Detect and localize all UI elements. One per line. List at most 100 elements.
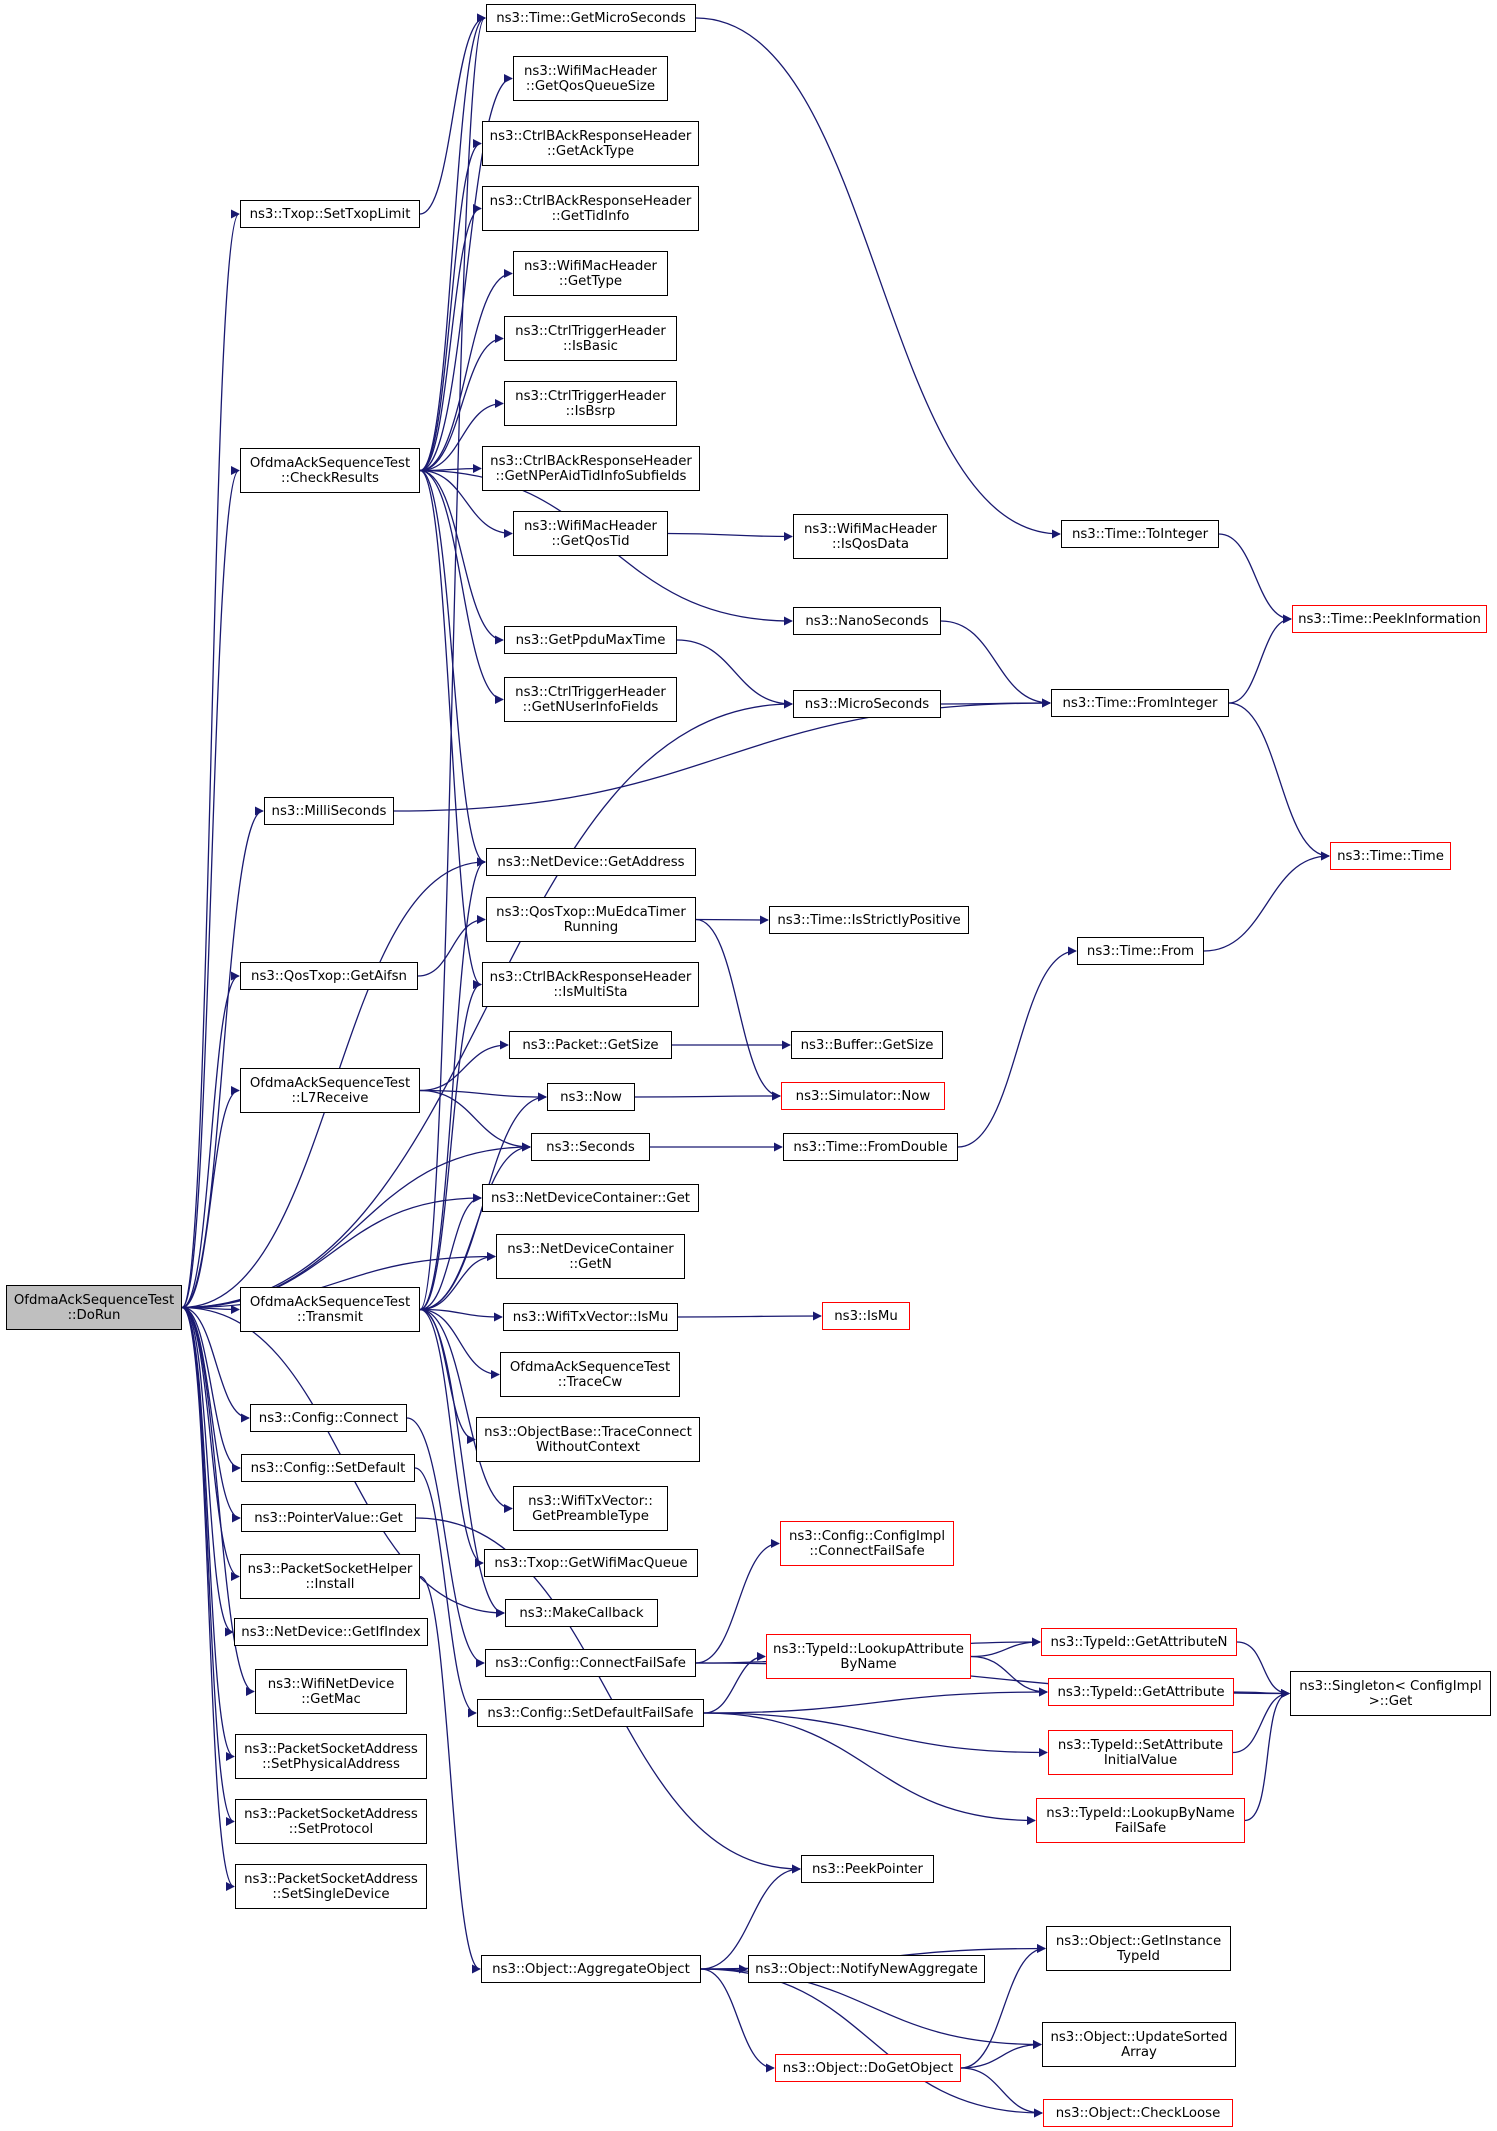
node-nano-seconds[interactable]: ns3::NanoSeconds <box>793 607 941 635</box>
node-label-line: ::L7Receive <box>291 1090 369 1106</box>
node-ndc-get-n[interactable]: ns3::NetDeviceContainer::GetN <box>496 1234 685 1279</box>
node-get-attribute-n[interactable]: ns3::TypeId::GetAttributeN <box>1041 1628 1237 1656</box>
node-is-multi-sta[interactable]: ns3::CtrlBAckResponseHeader::IsMultiSta <box>482 962 699 1007</box>
node-check-loose[interactable]: ns3::Object::CheckLoose <box>1043 2099 1233 2127</box>
call-edge <box>940 698 1051 708</box>
node-l7-receive[interactable]: OfdmaAckSequenceTest::L7Receive <box>240 1068 420 1113</box>
node-ndc-get[interactable]: ns3::NetDeviceContainer::Get <box>482 1184 699 1212</box>
node-packet-get-size[interactable]: ns3::Packet::GetSize <box>509 1031 672 1059</box>
node-config-connect[interactable]: ns3::Config::Connect <box>250 1404 407 1432</box>
node-label-line: ns3::Config::ConfigImpl <box>788 1528 946 1544</box>
node-get-aifsn[interactable]: ns3::QosTxop::GetAifsn <box>240 962 418 990</box>
node-aggregate-object[interactable]: ns3::Object::AggregateObject <box>481 1955 701 1983</box>
call-edge <box>1228 614 1292 704</box>
node-label-line: ns3::CtrlBAckResponseHeader <box>489 193 692 209</box>
node-connect-fail-safe[interactable]: ns3::Config::ConnectFailSafe <box>485 1649 696 1677</box>
node-time-peek-information[interactable]: ns3::Time::PeekInformation <box>1292 605 1487 633</box>
call-edge <box>419 269 513 472</box>
node-singleton-get[interactable]: ns3::Singleton< ConfigImpl >::Get <box>1290 1671 1491 1716</box>
node-pointer-value-get[interactable]: ns3::PointerValue::Get <box>241 1504 416 1532</box>
call-edge <box>419 1040 509 1092</box>
node-get-n-user-info[interactable]: ns3::CtrlTriggerHeader::GetNUserInfoFiel… <box>504 677 677 722</box>
node-get-tid-info[interactable]: ns3::CtrlBAckResponseHeader::GetTidInfo <box>482 186 699 231</box>
call-edge <box>419 1308 484 1568</box>
call-edge <box>419 204 482 472</box>
node-notify-new-aggregate[interactable]: ns3::Object::NotifyNewAggregate <box>748 1955 985 1983</box>
node-net-device-get-address[interactable]: ns3::NetDevice::GetAddress <box>486 848 696 876</box>
call-edge <box>393 698 1051 812</box>
node-packet-socket-helper-install[interactable]: ns3::PacketSocketHelper::Install <box>240 1554 420 1599</box>
node-get-qos-tid[interactable]: ns3::WifiMacHeader::GetQosTid <box>513 511 668 556</box>
node-get-wifi-mac-queue[interactable]: ns3::Txop::GetWifiMacQueue <box>484 1549 698 1577</box>
node-label-line: ::TraceCw <box>557 1374 623 1390</box>
node-net-device-get-if-index[interactable]: ns3::NetDevice::GetIfIndex <box>234 1618 428 1646</box>
node-peek-pointer[interactable]: ns3::PeekPointer <box>801 1855 934 1883</box>
node-now[interactable]: ns3::Now <box>547 1083 635 1111</box>
node-is-mu[interactable]: ns3::IsMu <box>822 1302 910 1330</box>
node-check-results[interactable]: OfdmaAckSequenceTest::CheckResults <box>240 448 420 493</box>
node-trace-cw[interactable]: OfdmaAckSequenceTest::TraceCw <box>500 1352 680 1397</box>
node-get-qos-queue-size[interactable]: ns3::WifiMacHeader::GetQosQueueSize <box>513 56 668 101</box>
call-edge <box>419 469 482 989</box>
call-edge <box>181 1306 235 1761</box>
node-wifi-tx-vector-is-mu[interactable]: ns3::WifiTxVector::IsMu <box>503 1303 678 1331</box>
node-config-set-default[interactable]: ns3::Config::SetDefault <box>241 1454 415 1482</box>
node-set-physical-address[interactable]: ns3::PacketSocketAddress::SetPhysicalAdd… <box>235 1734 427 1779</box>
node-label-line: ns3::GetPpduMaxTime <box>515 632 666 648</box>
node-time-time[interactable]: ns3::Time::Time <box>1330 842 1451 870</box>
node-label-line: ns3::NanoSeconds <box>805 613 929 629</box>
node-get-type[interactable]: ns3::WifiMacHeader::GetType <box>513 251 668 296</box>
node-make-callback[interactable]: ns3::MakeCallback <box>505 1599 658 1627</box>
node-get-attribute[interactable]: ns3::TypeId::GetAttribute <box>1048 1678 1234 1706</box>
node-label-line: ::ConnectFailSafe <box>809 1543 925 1559</box>
node-transmit[interactable]: OfdmaAckSequenceTest::Transmit <box>240 1287 420 1332</box>
node-do-get-object[interactable]: ns3::Object::DoGetObject <box>775 2054 961 2082</box>
node-label-line: ::IsMultiSta <box>553 984 628 1000</box>
node-label-line: ::SetSingleDevice <box>272 1886 390 1902</box>
node-label-line: ns3::WifiMacHeader <box>803 521 938 537</box>
call-edge <box>940 620 1051 708</box>
node-buffer-get-size[interactable]: ns3::Buffer::GetSize <box>791 1031 943 1059</box>
node-seconds[interactable]: ns3::Seconds <box>531 1133 650 1161</box>
node-get-preamble-type[interactable]: ns3::WifiTxVector::GetPreambleType <box>513 1486 668 1531</box>
call-edge <box>419 74 513 472</box>
node-do-run[interactable]: OfdmaAckSequenceTest::DoRun <box>6 1285 182 1330</box>
node-get-ack-type[interactable]: ns3::CtrlBAckResponseHeader::GetAckType <box>482 121 699 166</box>
node-get-n-per-aid[interactable]: ns3::CtrlBAckResponseHeader::GetNPerAidT… <box>482 446 700 491</box>
node-is-bsrp[interactable]: ns3::CtrlTriggerHeader::IsBsrp <box>504 381 677 426</box>
node-label-line: ::DoRun <box>67 1307 121 1323</box>
node-label-line: FailSafe <box>1114 1820 1167 1836</box>
node-set-txop-limit[interactable]: ns3::Txop::SetTxopLimit <box>240 200 420 228</box>
node-label-line: ::SetPhysicalAddress <box>262 1756 400 1772</box>
node-time-to-integer[interactable]: ns3::Time::ToInteger <box>1061 520 1219 548</box>
node-is-qos-data[interactable]: ns3::WifiMacHeader::IsQosData <box>793 514 948 559</box>
node-set-default-fail-safe[interactable]: ns3::Config::SetDefaultFailSafe <box>477 1699 704 1727</box>
node-time-from-integer[interactable]: ns3::Time::FromInteger <box>1051 689 1229 717</box>
node-time-from[interactable]: ns3::Time::From <box>1077 937 1204 965</box>
node-label-line: ns3::CtrlBAckResponseHeader <box>490 453 692 469</box>
node-label-line: ns3::ObjectBase::TraceConnect <box>484 1424 692 1440</box>
node-time-is-strictly-positive[interactable]: ns3::Time::IsStrictlyPositive <box>769 906 969 934</box>
node-set-protocol[interactable]: ns3::PacketSocketAddress::SetProtocol <box>235 1799 427 1844</box>
node-label-line: InitialValue <box>1103 1752 1178 1768</box>
node-wifi-net-device-get-mac[interactable]: ns3::WifiNetDevice::GetMac <box>255 1669 407 1714</box>
node-time-get-micro-seconds[interactable]: ns3::Time::GetMicroSeconds <box>486 4 696 32</box>
call-edge <box>960 2067 1043 2118</box>
node-get-ppdu-max-time[interactable]: ns3::GetPpduMaxTime <box>504 626 677 654</box>
node-simulator-now[interactable]: ns3::Simulator::Now <box>781 1082 945 1110</box>
node-set-single-device[interactable]: ns3::PacketSocketAddress::SetSingleDevic… <box>235 1864 427 1909</box>
node-time-from-double[interactable]: ns3::Time::FromDouble <box>783 1133 958 1161</box>
node-micro-seconds[interactable]: ns3::MicroSeconds <box>793 690 941 718</box>
call-edge <box>1244 1689 1290 1822</box>
node-config-impl-connect-fail-safe[interactable]: ns3::Config::ConfigImpl::ConnectFailSafe <box>780 1521 954 1566</box>
node-label-line: ns3::MilliSeconds <box>271 803 387 819</box>
node-is-basic[interactable]: ns3::CtrlTriggerHeader::IsBasic <box>504 316 677 361</box>
node-milli-seconds[interactable]: ns3::MilliSeconds <box>264 797 394 825</box>
